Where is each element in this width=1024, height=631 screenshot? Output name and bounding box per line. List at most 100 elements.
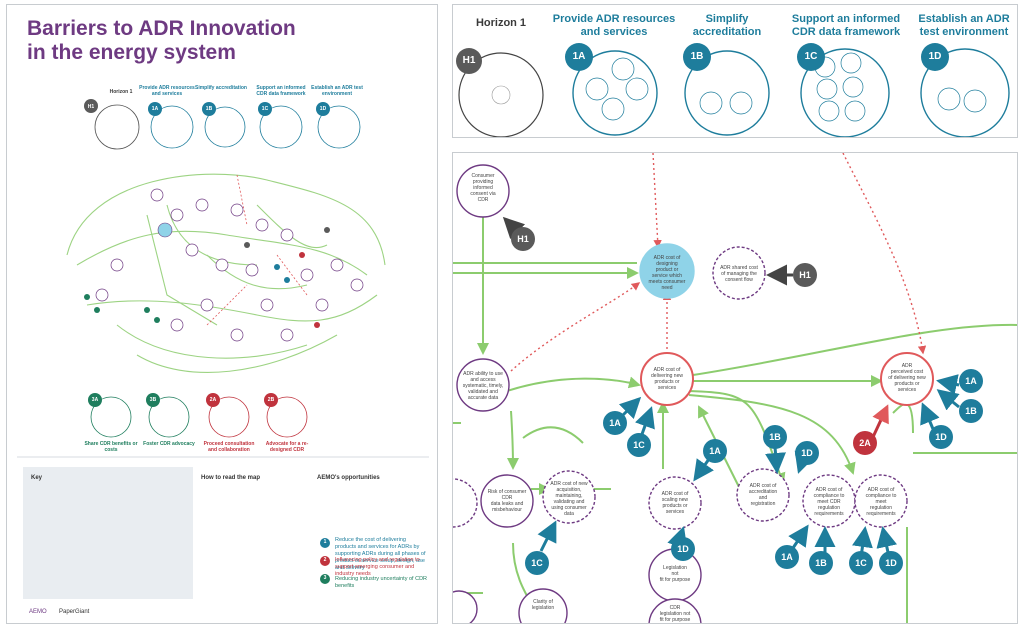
node-consumer-line: providing: [472, 179, 494, 185]
poster-column-label-1d: Establish an ADR test environment: [311, 85, 363, 97]
h1-circle: [458, 52, 544, 137]
poster-2a-circle: [208, 396, 250, 438]
node-designing-line: ADR cost of: [653, 255, 681, 261]
badge-1b-b-text: 1B: [769, 432, 781, 442]
node-risk-label: Risk of consumer CDR data leaks and misb…: [485, 489, 529, 513]
badge-1a-a: [603, 411, 627, 435]
badge-h1-b-text: H1: [799, 270, 811, 280]
1c-badge: [797, 43, 825, 71]
column-1a-title-line2: and services: [580, 26, 648, 38]
poster-how-title: How to read the map: [201, 475, 261, 481]
node-clarity-line: legislation: [531, 605, 555, 611]
badge-1c-b-text: 1C: [855, 558, 867, 568]
node-cdr-legislation-line: legislation not: [659, 611, 691, 617]
poster-1b-badge-text: 1B: [205, 106, 213, 112]
node-compliance1-line: requirements: [814, 511, 844, 517]
1b-badge-text: 1B: [690, 51, 704, 62]
poster-h1-badge-text: H1: [88, 104, 95, 110]
node-accreditation-line: and: [758, 495, 768, 501]
poster-panel: Barriers to ADR Innovation in the energy…: [6, 4, 438, 624]
node-consumer-label: Consumer providing informed consent via …: [463, 173, 503, 203]
badge-1c-c: [525, 551, 549, 575]
badge-1a-c: [703, 439, 727, 463]
1a-badge-text: 1A: [572, 51, 586, 62]
node-acquisition-line: ADR cost of new: [550, 481, 588, 487]
poster-opp-title: AEMO's opportunities: [317, 475, 380, 481]
map-teal-arrows: [537, 374, 960, 558]
inner-circles: [585, 52, 987, 122]
poster-map-svg: H1: [17, 99, 429, 584]
node-ability-label: ADR ability to use and access systematic…: [459, 371, 507, 401]
badge-1d-d-text: 1D: [885, 558, 897, 568]
poster-title-line2: in the energy system: [27, 41, 236, 64]
node-ability-line: ADR ability to use: [463, 371, 503, 377]
poster-opp-2-text: Influencing policy and regulation to sup…: [335, 557, 420, 577]
poster-network-nodes: [95, 188, 364, 342]
node-accreditation: [736, 468, 790, 522]
poster-1b-badge: [202, 102, 216, 116]
node-acquisition-line: validating and: [553, 499, 585, 505]
badge-1c-b: [849, 551, 873, 575]
poster-2b-label: Advocate for a re-designed CDR: [265, 441, 309, 453]
poster-3a-badge: [88, 393, 102, 407]
node-shared-line: ADR shared cost: [720, 265, 758, 271]
node-accreditation-line: registration: [750, 501, 776, 507]
poster-3a-label: Share CDR benefits or costs: [84, 441, 138, 453]
badge-1d-c: [795, 441, 819, 465]
badge-1b-a-text: 1B: [965, 406, 977, 416]
badge-1b-c: [809, 551, 833, 575]
column-1b-title: Simplify accreditation: [677, 13, 777, 39]
node-compliance2-line: requirements: [866, 511, 896, 517]
column-1a-title-line1: Provide ADR resources: [552, 13, 676, 25]
h1-badge: [456, 48, 482, 74]
node-designing-label: ADR cost of designing product or service…: [645, 255, 689, 291]
poster-logo-aemo: AEMO: [29, 609, 47, 615]
node-accreditation-line: accreditation: [748, 489, 778, 495]
node-compliance2-line: regulation: [870, 505, 892, 511]
map-panel: Consumer providing informed consent via …: [452, 152, 1018, 624]
node-consumer: [456, 164, 510, 218]
node-designing-line: service which: [651, 273, 682, 279]
horizon-title: Horizon 1: [475, 17, 527, 29]
map-red-arrows: [871, 404, 889, 438]
map-svg: [453, 153, 1017, 623]
node-compliance1-line: meet CDR: [817, 499, 841, 505]
badge-1a-a-text: 1A: [609, 418, 621, 428]
h1-inner-circle: [491, 85, 511, 105]
1b-circle: [684, 50, 770, 136]
badge-1a-d-text: 1A: [781, 552, 793, 562]
poster-h1-badge: [84, 99, 98, 113]
node-consumer-line: Consumer: [471, 173, 495, 179]
column-1a-title: Provide ADR resources and services: [549, 13, 679, 39]
1d-badge-text: 1D: [928, 51, 942, 62]
node-perceived-line: ADR: [901, 363, 913, 369]
badge-1b-b: [763, 425, 787, 449]
poster-1c-badge-text: 1C: [261, 106, 269, 112]
poster-3b-badge: [146, 393, 160, 407]
node-delivering: [640, 352, 694, 406]
poster-2a-badge-text: 2A: [209, 397, 217, 403]
h1-badge-text: H1: [462, 55, 476, 66]
poster-title-line1: Barriers to ADR Innovation: [27, 17, 296, 40]
column-1c-title-line1: Support an informed: [791, 13, 901, 25]
node-acquisition: [542, 470, 596, 524]
badge-1a-c-text: 1A: [709, 446, 721, 456]
column-1b-title-line2: accreditation: [692, 26, 762, 38]
node-scaling-line: services: [665, 509, 685, 515]
poster-h1-circle: [94, 104, 140, 150]
node-consumer-line: consent via: [470, 191, 496, 197]
poster-opp-3-bullet: [320, 574, 330, 584]
column-1d-title-line2: test environment: [919, 26, 1009, 38]
1a-badge: [565, 43, 593, 71]
poster-1a-badge-text: 1A: [151, 106, 159, 112]
node-legislation-fit-line: Legislation: [663, 565, 687, 571]
poster-2b-badge-text: 2B: [267, 397, 275, 403]
poster-network-links: [66, 173, 386, 373]
node-cdr-legislation: [648, 598, 702, 623]
node-bottom-left-partial: [453, 590, 478, 623]
node-accreditation-label: ADR cost of accreditation and registrati…: [741, 483, 785, 507]
node-acquisition-line: using consumer: [551, 505, 587, 511]
node-ability-line: validated and: [468, 389, 498, 395]
node-shared: [712, 246, 766, 300]
map-red-links: [510, 153, 927, 372]
